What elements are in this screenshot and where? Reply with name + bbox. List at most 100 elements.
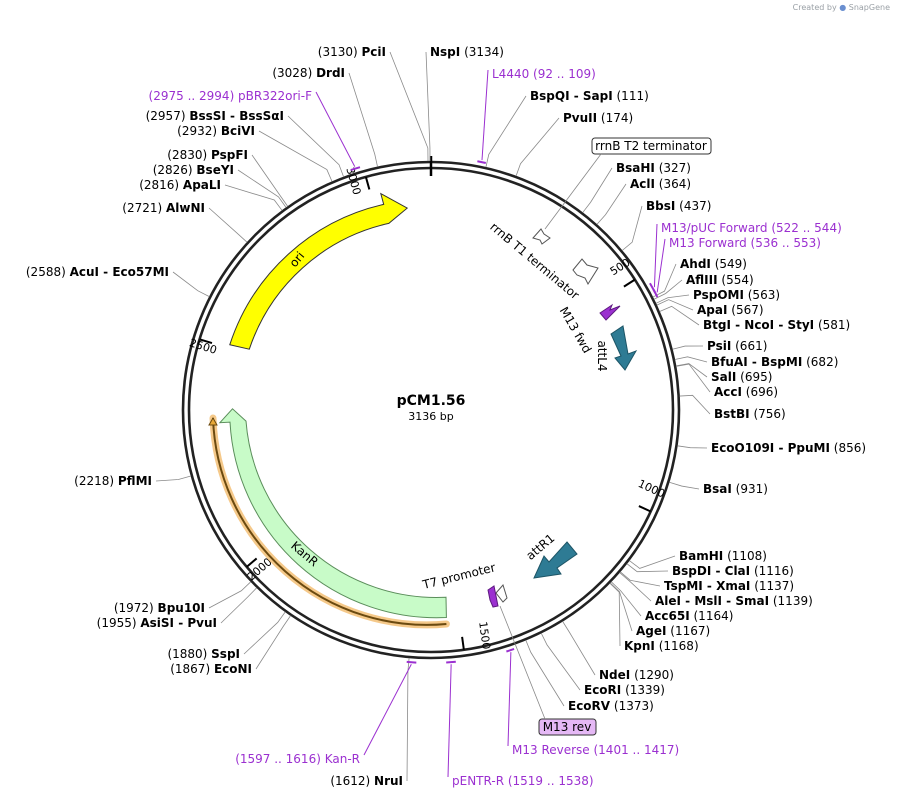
site-enzyme: BamHI	[679, 549, 723, 563]
site-label-bseyi[interactable]: (2826) BseYI	[153, 163, 234, 177]
credit-brand: SnapGene	[848, 3, 890, 12]
site-label-bamhi[interactable]: BamHI (1108)	[679, 549, 767, 563]
site-pos: (2816)	[139, 178, 183, 192]
site-label-bspdi-clai[interactable]: BspDI - ClaI (1116)	[672, 564, 794, 578]
site-label-acc65i[interactable]: Acc65I (1164)	[645, 609, 733, 623]
site-label-ndei[interactable]: NdeI (1290)	[599, 668, 674, 682]
ori-arrow[interactable]	[229, 192, 409, 350]
site-label-ecorv[interactable]: EcoRV (1373)	[568, 699, 654, 713]
site-pos: (682)	[802, 355, 838, 369]
m13-fwd-arrow[interactable]	[599, 303, 621, 321]
site-enzyme: BsaI	[703, 482, 732, 496]
attL4-arrow[interactable]	[610, 325, 638, 371]
site-label-sali[interactable]: SalI (695)	[711, 370, 772, 384]
site-enzyme: EcoRI	[584, 683, 621, 697]
site-label-bbsi[interactable]: BbsI (437)	[646, 199, 711, 213]
site-label-acci[interactable]: AccI (696)	[714, 385, 778, 399]
site-label-bcivi[interactable]: (2932) BciVI	[177, 124, 255, 138]
m13-rev-box[interactable]: M13 rev	[538, 718, 597, 736]
site-label-nrui[interactable]: (1612) NruI	[330, 774, 403, 788]
m13-rev-arrow[interactable]	[487, 585, 499, 608]
site-enzyme: AclI	[630, 177, 655, 191]
site-pos: (661)	[731, 339, 767, 353]
site-label-pflmi[interactable]: (2218) PflMI	[74, 474, 152, 488]
site-enzyme: AcuI - Eco57MI	[70, 265, 169, 279]
site-label-bstbi[interactable]: BstBI (756)	[714, 407, 786, 421]
t7-promoter-label: T7 promoter	[420, 560, 497, 592]
rrnB-T2-box[interactable]: rrnB T2 terminator	[591, 137, 712, 155]
site-leader-acc65i	[610, 581, 642, 617]
site-label-bsai[interactable]: BsaI (931)	[703, 482, 768, 496]
primer-label-m13-forward[interactable]: M13 Forward (536 .. 553)	[669, 236, 821, 250]
site-label-bspqi-sapi[interactable]: BspQI - SapI (111)	[530, 89, 649, 103]
site-label-alei-msli-smai[interactable]: AleI - MslI - SmaI (1139)	[655, 594, 813, 608]
site-label-bsahi[interactable]: BsaHI (327)	[616, 161, 691, 175]
site-pos: (1108)	[723, 549, 767, 563]
site-label-acli[interactable]: AclI (364)	[630, 177, 691, 191]
site-enzyme: BfuAI - BspMI	[711, 355, 802, 369]
rrnB-T2-label: rrnB T2 terminator	[595, 139, 707, 153]
site-label-apali[interactable]: (2816) ApaLI	[139, 178, 221, 192]
site-leader-bseyi	[237, 169, 287, 208]
site-enzyme: ApaI	[697, 303, 727, 317]
site-label-acui-eco57mi[interactable]: (2588) AcuI - Eco57MI	[26, 265, 169, 279]
site-label-bsssi-bsssai[interactable]: (2957) BssSI - BssSαI	[146, 109, 284, 123]
kanr-arrow[interactable]	[218, 408, 447, 619]
site-label-sspi[interactable]: (1880) SspI	[167, 647, 240, 661]
site-label-asisi-pvui[interactable]: (1955) AsiSI - PvuI	[97, 616, 217, 630]
rrnB-T2-arrow[interactable]	[532, 228, 551, 245]
site-label-tspmi-xmai[interactable]: TspMI - XmaI (1137)	[664, 579, 794, 593]
site-pos: (3028)	[272, 66, 316, 80]
site-enzyme: AgeI	[636, 624, 666, 638]
site-leader-asisi-pvui	[220, 587, 257, 624]
site-label-drdi[interactable]: (3028) DrdI	[272, 66, 345, 80]
site-enzyme: BbsI	[646, 199, 675, 213]
site-label-ecori[interactable]: EcoRI (1339)	[584, 683, 665, 697]
site-label-nspi[interactable]: NspI (3134)	[430, 45, 504, 59]
primer-label-pbr322ori-f[interactable]: (2975 .. 2994) pBR322ori-F	[149, 89, 313, 103]
primer-label-kan-r[interactable]: (1597 .. 1616) Kan-R	[235, 752, 360, 766]
site-label-btgi-ncoi-styi[interactable]: BtgI - NcoI - StyI (581)	[703, 318, 850, 332]
primer-mark-pentr-r	[446, 660, 456, 664]
site-label-bpu10i[interactable]: (1972) Bpu10I	[114, 601, 205, 615]
primer-label-l4440[interactable]: L4440 (92 .. 109)	[492, 67, 596, 81]
site-enzyme: PspFI	[211, 148, 248, 162]
site-label-apai[interactable]: ApaI (567)	[697, 303, 764, 317]
site-label-psii[interactable]: PsiI (661)	[707, 339, 767, 353]
primer-leader-m13-reverse	[507, 652, 512, 747]
site-enzyme: EcoNI	[214, 662, 252, 676]
primer-label-m13-reverse[interactable]: M13 Reverse (1401 .. 1417)	[512, 743, 679, 757]
attR1-arrow[interactable]	[533, 541, 578, 579]
site-enzyme: EcoO109I - PpuMI	[711, 441, 830, 455]
site-enzyme: NspI	[430, 45, 460, 59]
site-label-ahdi[interactable]: AhdI (549)	[680, 257, 747, 271]
site-label-ecoo109i-ppumi[interactable]: EcoO109I - PpuMI (856)	[711, 441, 866, 455]
site-leader-econi	[255, 615, 291, 670]
site-label-agei[interactable]: AgeI (1167)	[636, 624, 710, 638]
site-label-pspomi[interactable]: PspOMI (563)	[693, 288, 780, 302]
site-pos: (1139)	[769, 594, 813, 608]
t7-promoter-arrow[interactable]	[495, 583, 508, 603]
snapgene-logo: ●	[839, 3, 847, 12]
site-enzyme: AccI	[714, 385, 742, 399]
site-label-afliii[interactable]: AflIII (554)	[686, 273, 754, 287]
site-label-pcii[interactable]: (3130) PciI	[318, 45, 386, 59]
site-enzyme: BspDI - ClaI	[672, 564, 750, 578]
site-label-econi[interactable]: (1867) EcoNI	[170, 662, 252, 676]
site-leader-apali	[224, 184, 283, 211]
attL4-label: attL4	[595, 340, 609, 371]
rrnB-T1-arrow[interactable]	[572, 258, 599, 286]
site-leader-kpni	[609, 582, 621, 647]
site-label-kpni[interactable]: KpnI (1168)	[624, 639, 699, 653]
m13-rev-label: M13 rev	[543, 720, 592, 734]
site-label-bfuai-bspmi[interactable]: BfuAI - BspMI (682)	[711, 355, 838, 369]
site-label-pspfi[interactable]: (2830) PspFI	[167, 148, 248, 162]
site-label-pvuii[interactable]: PvuII (174)	[563, 111, 633, 125]
tick-2000	[246, 557, 258, 568]
primer-label-pentr-r[interactable]: pENTR-R (1519 .. 1538)	[452, 774, 594, 788]
primer-label-m13-puc-forward[interactable]: M13/pUC Forward (522 .. 544)	[661, 221, 842, 235]
site-leader-apai	[656, 299, 694, 311]
site-label-alwni[interactable]: (2721) AlwNI	[122, 201, 205, 215]
site-enzyme: SspI	[211, 647, 240, 661]
